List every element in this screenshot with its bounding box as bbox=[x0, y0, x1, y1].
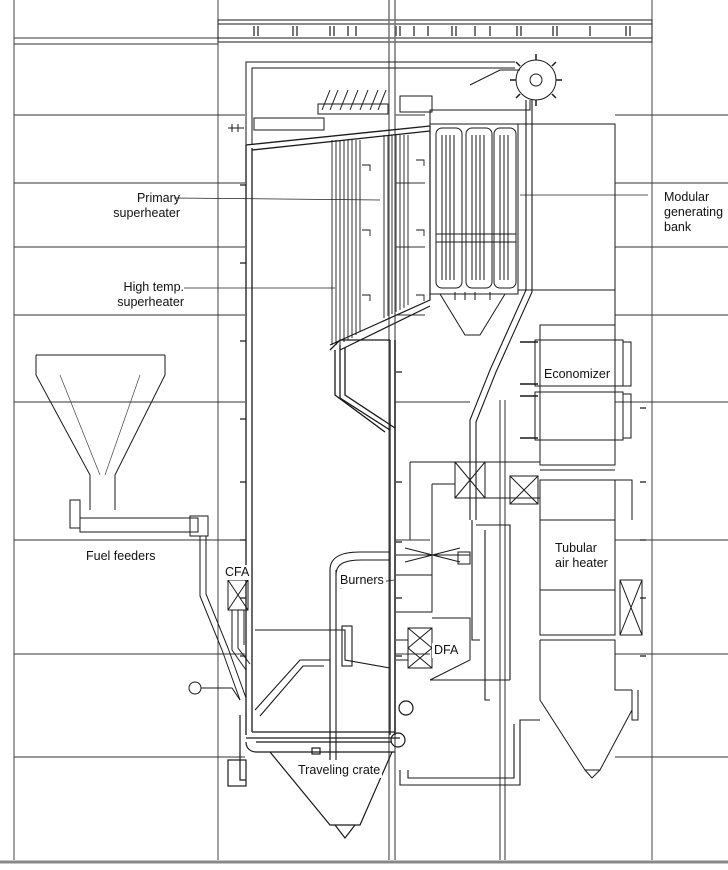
label-primary-superheater-line-1: Primary bbox=[136, 191, 180, 205]
label-primary-superheater: Primary superheater bbox=[98, 191, 180, 221]
burner-assembly bbox=[396, 547, 471, 613]
modular-generating-bank bbox=[429, 123, 616, 340]
top-girder bbox=[217, 19, 653, 43]
furnace-enclosure bbox=[245, 125, 431, 739]
label-tubular-air-heater-line-2: air heater bbox=[555, 556, 608, 570]
steam-drum bbox=[245, 54, 562, 145]
label-burners: Burners bbox=[338, 573, 386, 588]
label-modular-generating-bank-line-1: Modular bbox=[664, 190, 710, 204]
flue-ducts bbox=[409, 461, 540, 548]
label-modular-generating-bank-line-3: bank bbox=[664, 220, 692, 234]
label-high-temp-superheater: High temp. superheater bbox=[98, 280, 184, 310]
tubular-air-heater-unit bbox=[539, 479, 643, 721]
traveling-grate bbox=[227, 700, 414, 839]
lower-pipework bbox=[254, 530, 540, 786]
label-primary-superheater-line-2: superheater bbox=[113, 206, 180, 220]
economizer-unit bbox=[520, 324, 632, 471]
downcomer-pipes bbox=[469, 100, 533, 680]
wall-brackets bbox=[240, 184, 646, 657]
bank-hopper bbox=[439, 292, 506, 336]
roof-headers bbox=[228, 89, 433, 132]
cfa-ducts bbox=[227, 579, 251, 671]
air-heater-ash-hopper bbox=[539, 640, 633, 779]
label-traveling-crate: Traveling crate bbox=[296, 763, 383, 778]
label-tubular-air-heater-line-1: Tubular bbox=[555, 541, 597, 555]
label-high-temp-superheater-line-1: High temp. bbox=[123, 280, 184, 294]
label-high-temp-superheater-line-2: superheater bbox=[117, 295, 184, 309]
primary-superheater-tubes bbox=[331, 135, 425, 345]
label-modular-generating-bank: Modular generating bank bbox=[664, 190, 723, 235]
superheater-baffle bbox=[329, 126, 431, 351]
label-dfa: DFA bbox=[432, 643, 461, 658]
label-fuel-feeders: Fuel feeders bbox=[86, 549, 156, 563]
label-modular-generating-bank-line-2: generating bbox=[664, 205, 724, 219]
label-economizer: Economizer bbox=[542, 367, 612, 382]
label-tubular-air-heater: Tubular air heater bbox=[553, 541, 610, 571]
fuel-feed-hopper bbox=[35, 354, 247, 701]
label-cfa: CFA bbox=[223, 565, 252, 580]
